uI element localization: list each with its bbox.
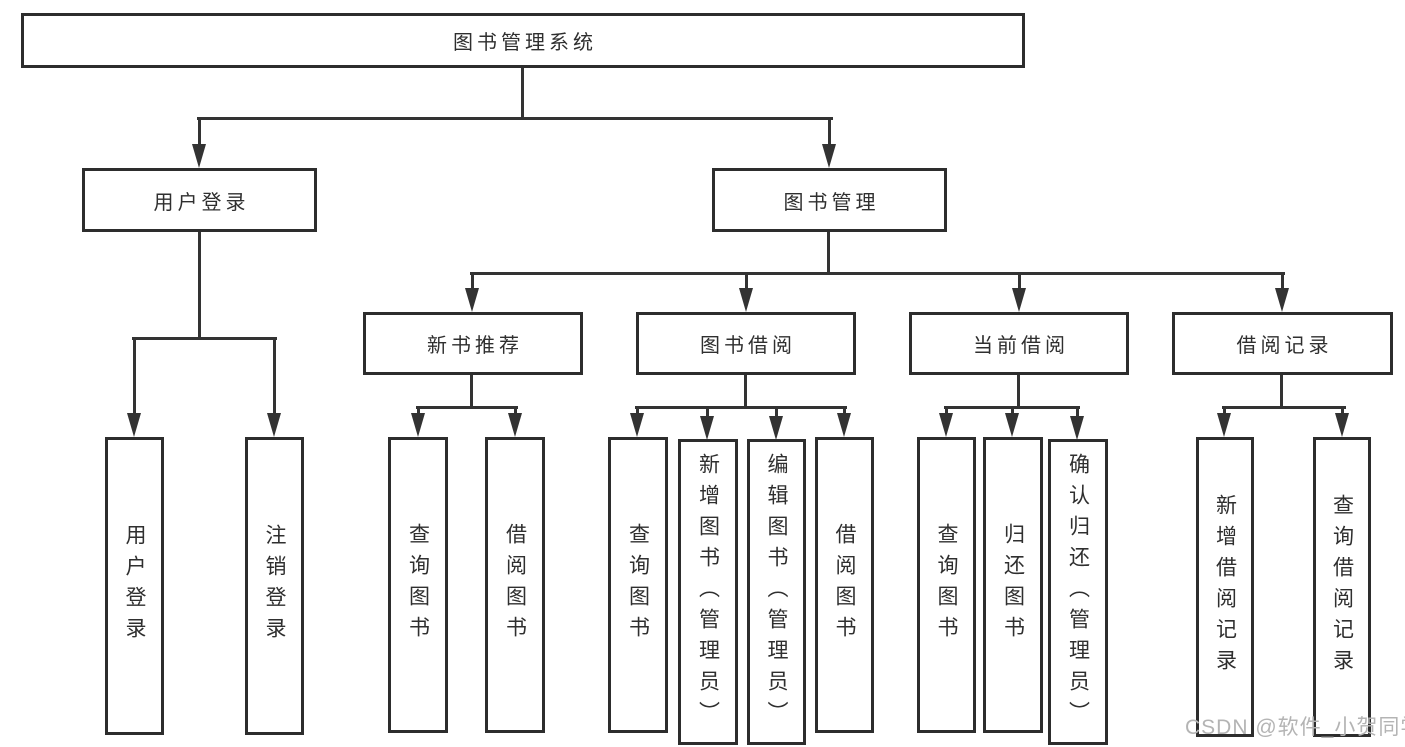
connector-line [635,406,847,409]
arrowhead-down-icon [700,416,714,440]
arrow-shaft [198,117,201,146]
arrowhead-down-icon [1335,413,1349,437]
arrowhead-down-icon [837,413,851,437]
node-book-management: 图书管理 [712,168,947,232]
arrow-shaft [636,406,639,415]
connector-line [1017,375,1020,409]
node-new-book-recommend-label: 新书推荐 [427,335,523,357]
node-book-borrowing-label: 图书借阅 [700,335,796,357]
arrow-shaft [945,406,948,415]
leaf-query-books-borrowing-label: 查询图书 [626,523,650,647]
leaf-return-books-label: 归还图书 [1001,523,1025,647]
arrowhead-down-icon [769,416,783,440]
arrowhead-down-icon [1012,288,1026,312]
connector-line [470,375,473,409]
arrow-shaft [1341,406,1344,415]
arrowhead-down-icon [822,144,836,168]
node-current-borrowing-label: 当前借阅 [973,335,1069,357]
connector-line [744,375,747,409]
leaf-add-books-admin: 新增图书（管理员） [678,439,738,745]
leaf-query-books-current: 查询图书 [917,437,976,733]
leaf-logout: 注销登录 [245,437,304,735]
node-book-management-label: 图书管理 [783,191,880,214]
connector-line [827,232,830,275]
leaf-return-books: 归还图书 [983,437,1043,733]
leaf-borrow-books-borrowing: 借阅图书 [815,437,874,733]
node-current-borrowing: 当前借阅 [909,312,1129,375]
connector-line [521,68,524,120]
leaf-add-books-admin-label: 新增图书（管理员） [696,452,720,732]
arrowhead-down-icon [1070,416,1084,440]
leaf-query-borrow-record-label: 查询借阅记录 [1330,494,1354,680]
arrow-shaft [1018,272,1021,290]
arrow-shaft [417,406,420,415]
arrow-shaft [1011,406,1014,415]
arrow-shaft [514,406,517,415]
node-new-book-recommend: 新书推荐 [363,312,583,375]
leaf-add-borrow-record: 新增借阅记录 [1196,437,1254,737]
leaf-query-books-borrowing: 查询图书 [608,437,668,733]
node-book-borrowing: 图书借阅 [636,312,856,375]
leaf-borrow-books-recommend-label: 借阅图书 [503,523,527,647]
arrow-shaft [745,272,748,290]
arrowhead-down-icon [939,413,953,437]
node-user-login: 用户登录 [82,168,317,232]
node-root: 图书管理系统 [21,13,1025,68]
leaf-borrow-books-borrowing-label: 借阅图书 [833,523,856,647]
connector-line [416,406,518,409]
leaf-borrow-books-recommend: 借阅图书 [485,437,545,733]
arrow-shaft [1281,272,1284,290]
node-root-label: 图书管理系统 [453,32,597,54]
node-borrow-records-label: 借阅记录 [1236,335,1333,357]
leaf-confirm-return-admin: 确认归还（管理员） [1048,439,1108,745]
connector-line [1280,375,1283,409]
arrowhead-down-icon [1217,413,1231,437]
connector-line [197,117,833,120]
arrowhead-down-icon [411,413,425,437]
arrowhead-down-icon [1275,288,1289,312]
arrowhead-down-icon [267,413,281,437]
connector-line [198,232,201,340]
arrow-shaft [706,406,709,418]
arrowhead-down-icon [127,413,141,437]
arrowhead-down-icon [192,144,206,168]
node-user-login-label: 用户登录 [153,191,250,214]
leaf-query-books-recommend: 查询图书 [388,437,448,733]
arrowhead-down-icon [739,288,753,312]
watermark: CSDN @软件_小贺同学 [1185,716,1405,739]
connector-line [1222,406,1346,409]
leaf-add-borrow-record-label: 新增借阅记录 [1213,494,1237,680]
leaf-user-login-label: 用户登录 [123,524,146,648]
connector-line [132,337,277,340]
leaf-query-books-recommend-label: 查询图书 [406,523,430,647]
arrow-shaft [273,337,276,415]
leaf-query-borrow-record: 查询借阅记录 [1313,437,1371,737]
arrow-shaft [471,272,474,290]
leaf-logout-label: 注销登录 [263,524,286,648]
arrowhead-down-icon [630,413,644,437]
leaf-edit-books-admin: 编辑图书（管理员） [747,439,806,745]
arrow-shaft [1223,406,1226,415]
leaf-user-login: 用户登录 [105,437,164,735]
node-borrow-records: 借阅记录 [1172,312,1393,375]
arrow-shaft [775,406,778,418]
arrow-shaft [133,337,136,415]
connector-line [470,272,1285,275]
leaf-edit-books-admin-label: 编辑图书（管理员） [765,452,788,732]
arrow-shaft [843,406,846,415]
arrow-shaft [828,117,831,146]
leaf-confirm-return-admin-label: 确认归还（管理员） [1066,452,1090,732]
arrowhead-down-icon [508,413,522,437]
arrowhead-down-icon [465,288,479,312]
arrow-shaft [1076,406,1079,418]
arrowhead-down-icon [1005,413,1019,437]
leaf-query-books-current-label: 查询图书 [935,523,958,647]
